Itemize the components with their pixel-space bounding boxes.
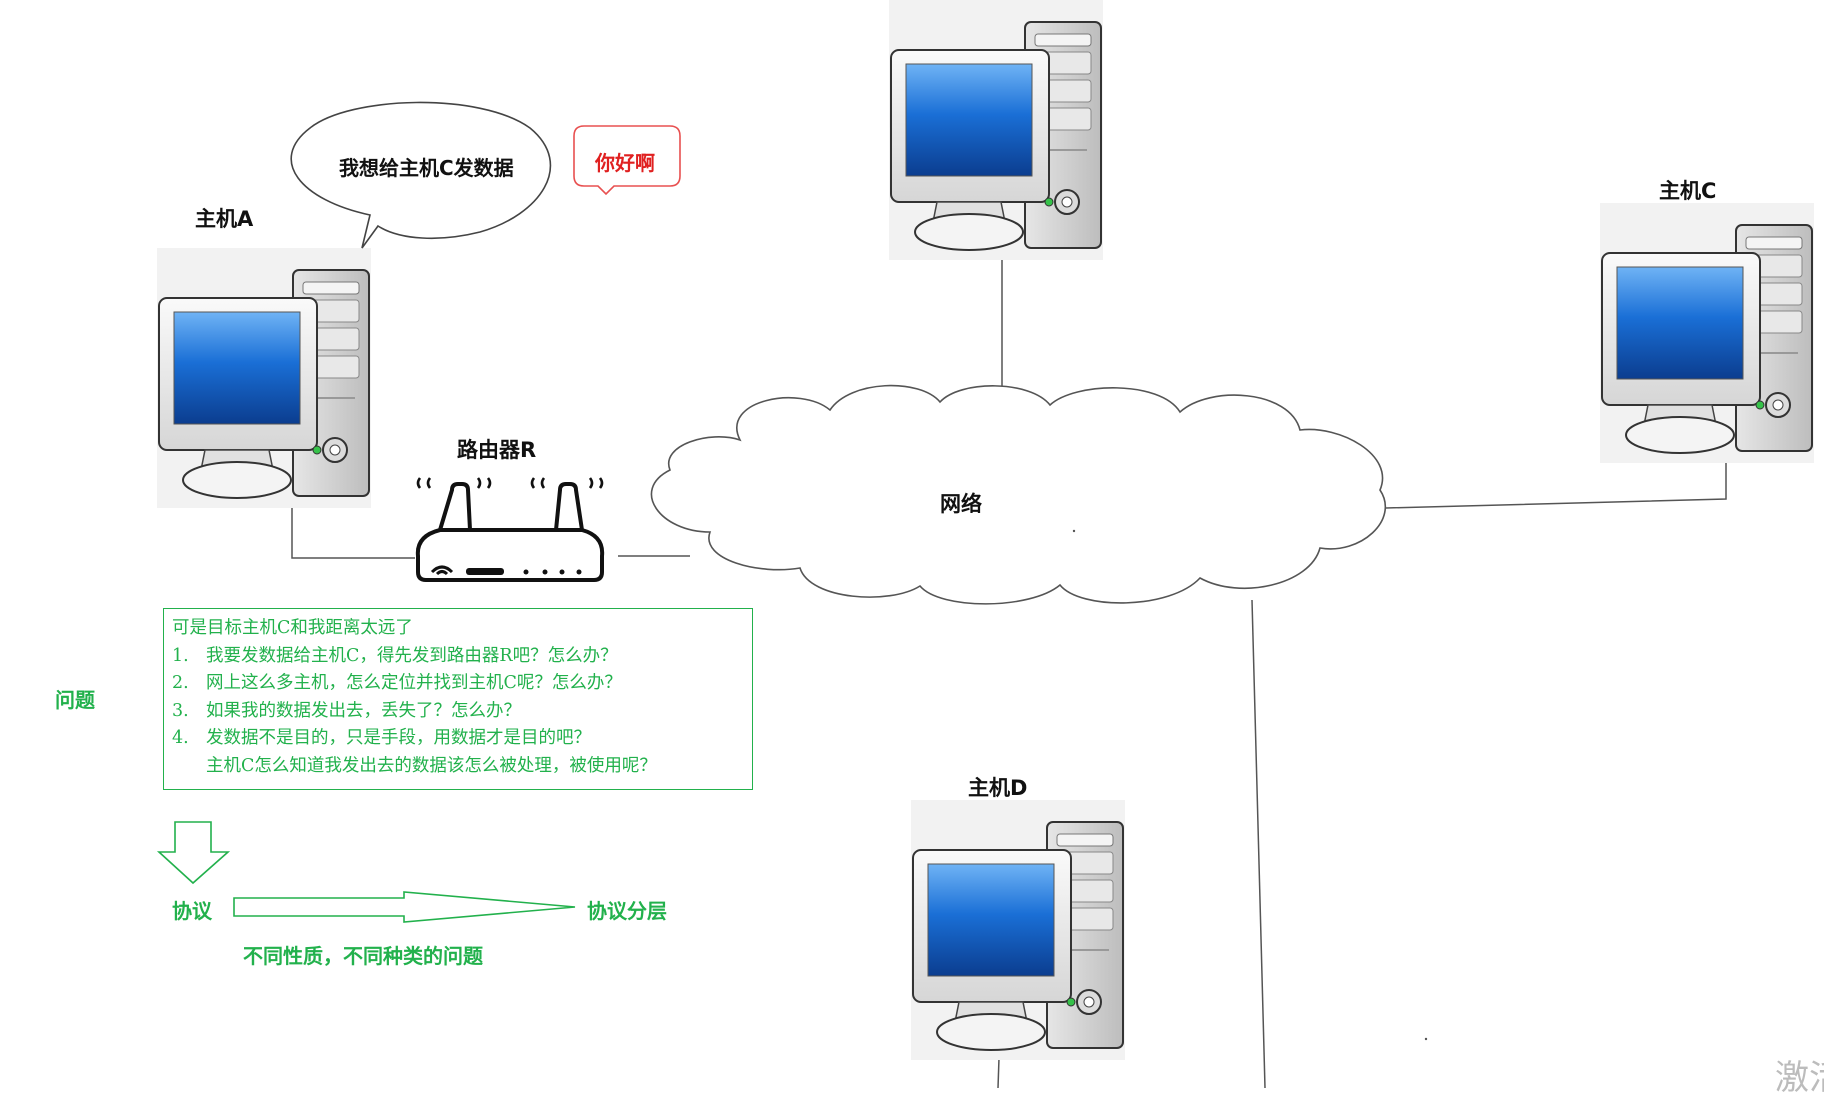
network-cloud xyxy=(650,384,1387,605)
host-d-label: 主机D xyxy=(968,776,1028,800)
computer-host-c-icon xyxy=(1599,202,1815,464)
problem-box: 可是目标主机C和我距离太远了 1. 我要发数据给主机C，得先发到路由器R吧？怎么办… xyxy=(163,608,753,790)
problem-item-number: 2. xyxy=(172,673,189,693)
link-cloud-hostc xyxy=(1385,455,1727,509)
computer-host-d-icon xyxy=(910,799,1126,1061)
problem-item-text: 如果我的数据发出去，丢失了？怎么办？ xyxy=(206,700,521,721)
problem-item-number: 3. xyxy=(172,700,189,721)
problem-item-number: 4. xyxy=(172,728,189,748)
link-lines xyxy=(291,252,1727,1088)
hello-bubble xyxy=(573,125,681,196)
network-label: 网络 xyxy=(940,492,982,516)
protocol-caption: 不同性质，不同种类的问题 xyxy=(243,944,483,968)
host-a-label: 主机A xyxy=(195,207,254,231)
thought-text: 我想给主机C发数据 xyxy=(339,156,514,180)
problem-label: 问题 xyxy=(55,688,95,712)
computer-top-icon xyxy=(888,0,1104,261)
problem-item: 3. 如果我的数据发出去，丢失了？怎么办？ xyxy=(172,698,744,726)
link-cloud-bottom xyxy=(1251,599,1266,1088)
computer-host-a-icon xyxy=(156,247,372,509)
hello-text: 你好啊 xyxy=(595,151,655,175)
protocol-layering-label: 协议分层 xyxy=(587,899,667,923)
problem-item-text: 网上这么多主机，怎么定位并找到主机C呢？怎么办？ xyxy=(206,673,622,693)
router-icon xyxy=(415,477,605,582)
problem-item: 2. 网上这么多主机，怎么定位并找到主机C呢？怎么办？ xyxy=(172,670,744,698)
problem-intro: 可是目标主机C和我距离太远了 xyxy=(172,618,413,638)
link-hosta-router xyxy=(291,500,415,559)
problem-item: 1. 我要发数据给主机C，得先发到路由器R吧？怎么办？ xyxy=(172,643,744,671)
problem-item-number: 1. xyxy=(172,645,189,666)
right-arrow-icon xyxy=(233,891,576,923)
router-label: 路由器R xyxy=(457,438,537,462)
problem-item-text: 发数据不是目的，只是手段，用数据才是目的吧？ xyxy=(206,728,591,748)
problem-item: 4. 发数据不是目的，只是手段，用数据才是目的吧？ xyxy=(172,725,744,753)
thought-bubble xyxy=(290,101,552,249)
problem-continuation: 主机C怎么知道我发出去的数据该怎么被处理，被使用呢？ xyxy=(206,755,657,776)
watermark: 激活 xyxy=(1775,1058,1824,1098)
problem-item-text: 我要发数据给主机C，得先发到路由器R吧？怎么办？ xyxy=(206,645,618,666)
protocol-label: 协议 xyxy=(172,899,212,923)
down-arrow-icon xyxy=(156,821,231,885)
link-hostd-down xyxy=(997,1057,1000,1088)
host-c-label: 主机C xyxy=(1659,179,1717,203)
